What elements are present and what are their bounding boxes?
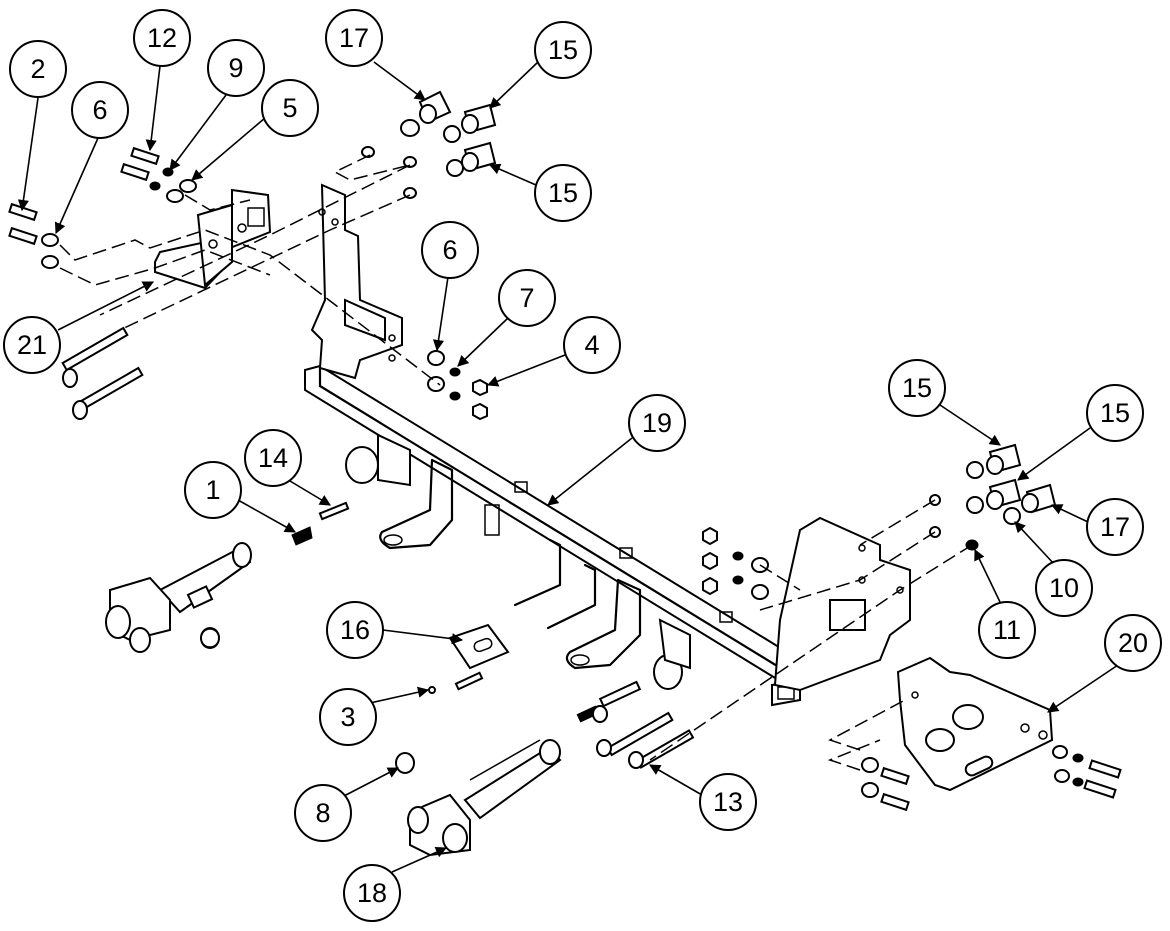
balloon-label: 18: [357, 878, 387, 908]
balloon-label: 8: [315, 798, 330, 828]
balloon-14: 14: [244, 429, 302, 487]
balloon-label: 5: [282, 93, 297, 123]
tow-arm-lower: [395, 739, 562, 857]
balloon-1: 1: [184, 461, 242, 519]
balloon-3: 3: [319, 688, 377, 746]
balloon-8: 8: [294, 784, 352, 842]
main-crossbar: [304, 183, 911, 707]
tow-arm-upper: [105, 542, 252, 653]
balloon-label: 14: [258, 443, 288, 473]
balloon-13: 13: [699, 773, 757, 831]
balloon-label: 10: [1049, 573, 1079, 603]
balloon-label: 17: [1100, 512, 1130, 542]
balloon-2: 2: [9, 40, 67, 98]
balloon-6-mid: 6: [421, 221, 479, 279]
balloon-label: 6: [442, 235, 457, 265]
balloon-20: 20: [1104, 614, 1162, 672]
balloon-label: 15: [902, 373, 932, 403]
callouts: 2 6 12 9 5 21 17 15 15 6 7 4 19: [3, 9, 1162, 922]
balloon-label: 15: [548, 35, 578, 65]
balloon-6-left: 6: [71, 81, 129, 139]
balloon-18: 18: [343, 864, 401, 922]
balloon-5: 5: [261, 79, 319, 137]
balloon-15-top-a: 15: [534, 21, 592, 79]
balloon-4: 4: [563, 316, 621, 374]
assembly-lines: [59, 154, 973, 771]
balloon-12: 12: [133, 9, 191, 67]
balloon-label: 12: [147, 23, 177, 53]
balloon-label: 3: [340, 702, 355, 732]
balloon-label: 7: [519, 283, 534, 313]
balloon-15-right-a: 15: [888, 359, 946, 417]
balloon-label: 17: [339, 23, 369, 53]
balloon-16: 16: [326, 601, 384, 659]
balloon-21: 21: [3, 316, 61, 374]
balloon-15-top-b: 15: [534, 164, 592, 222]
balloon-label: 21: [17, 330, 47, 360]
balloon-label: 11: [993, 615, 1021, 645]
balloon-label: 13: [713, 787, 743, 817]
left-bracket: [154, 188, 272, 290]
balloon-label: 1: [205, 475, 220, 505]
balloon-7: 7: [498, 269, 556, 327]
balloon-label: 6: [92, 95, 107, 125]
balloon-label: 15: [548, 178, 578, 208]
balloon-label: 19: [642, 408, 672, 438]
balloon-label: 16: [340, 615, 370, 645]
balloon-9: 9: [207, 39, 265, 97]
balloon-label: 15: [1100, 398, 1130, 428]
balloon-17-top: 17: [325, 9, 383, 67]
right-bracket: [896, 656, 1054, 792]
balloon-17-right: 17: [1086, 498, 1144, 556]
balloon-15-right-b: 15: [1086, 384, 1144, 442]
balloon-label: 2: [30, 54, 45, 84]
balloon-label: 9: [228, 53, 243, 83]
balloon-10: 10: [1035, 559, 1093, 617]
balloon-11: 11: [978, 601, 1036, 659]
balloon-19: 19: [628, 394, 686, 452]
balloon-label: 4: [584, 330, 599, 360]
balloon-label: 20: [1118, 628, 1148, 658]
